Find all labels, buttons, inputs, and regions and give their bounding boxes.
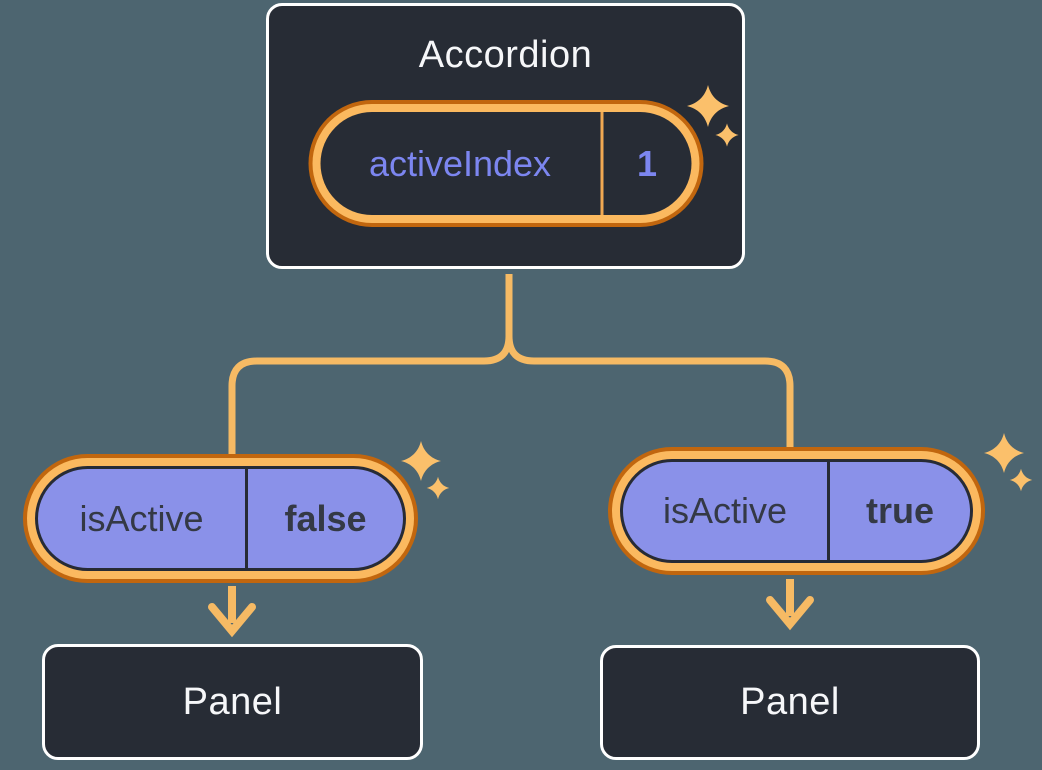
prop-value: true xyxy=(865,490,934,531)
panel-box-right: Panel xyxy=(600,645,980,760)
accordion-component-box: Accordion activeIndex 1 xyxy=(266,3,745,269)
panel-title: Panel xyxy=(182,680,283,723)
state-name-label: activeIndex xyxy=(368,142,552,184)
state-value: 1 xyxy=(636,142,658,184)
prop-name-label: isActive xyxy=(662,490,788,531)
state-pill: activeIndex 1 xyxy=(308,100,703,227)
component-title: Accordion xyxy=(418,34,593,76)
pill-divider xyxy=(827,462,830,560)
panel-box-left: Panel xyxy=(42,644,423,760)
pill-divider xyxy=(245,469,248,568)
prop-value: false xyxy=(284,497,367,539)
prop-name-label: isActive xyxy=(79,497,204,539)
branch-line-right xyxy=(505,274,794,450)
sparkles-icon xyxy=(984,433,1033,492)
branch-line-left xyxy=(228,274,513,456)
prop-pill-left: isActive false xyxy=(23,454,418,583)
panel-title: Panel xyxy=(740,681,840,723)
pill-divider xyxy=(600,112,603,215)
arrow-down-icon-left xyxy=(208,586,256,638)
arrow-down-icon-right xyxy=(766,579,814,631)
prop-pill-right: isActive true xyxy=(608,447,985,575)
